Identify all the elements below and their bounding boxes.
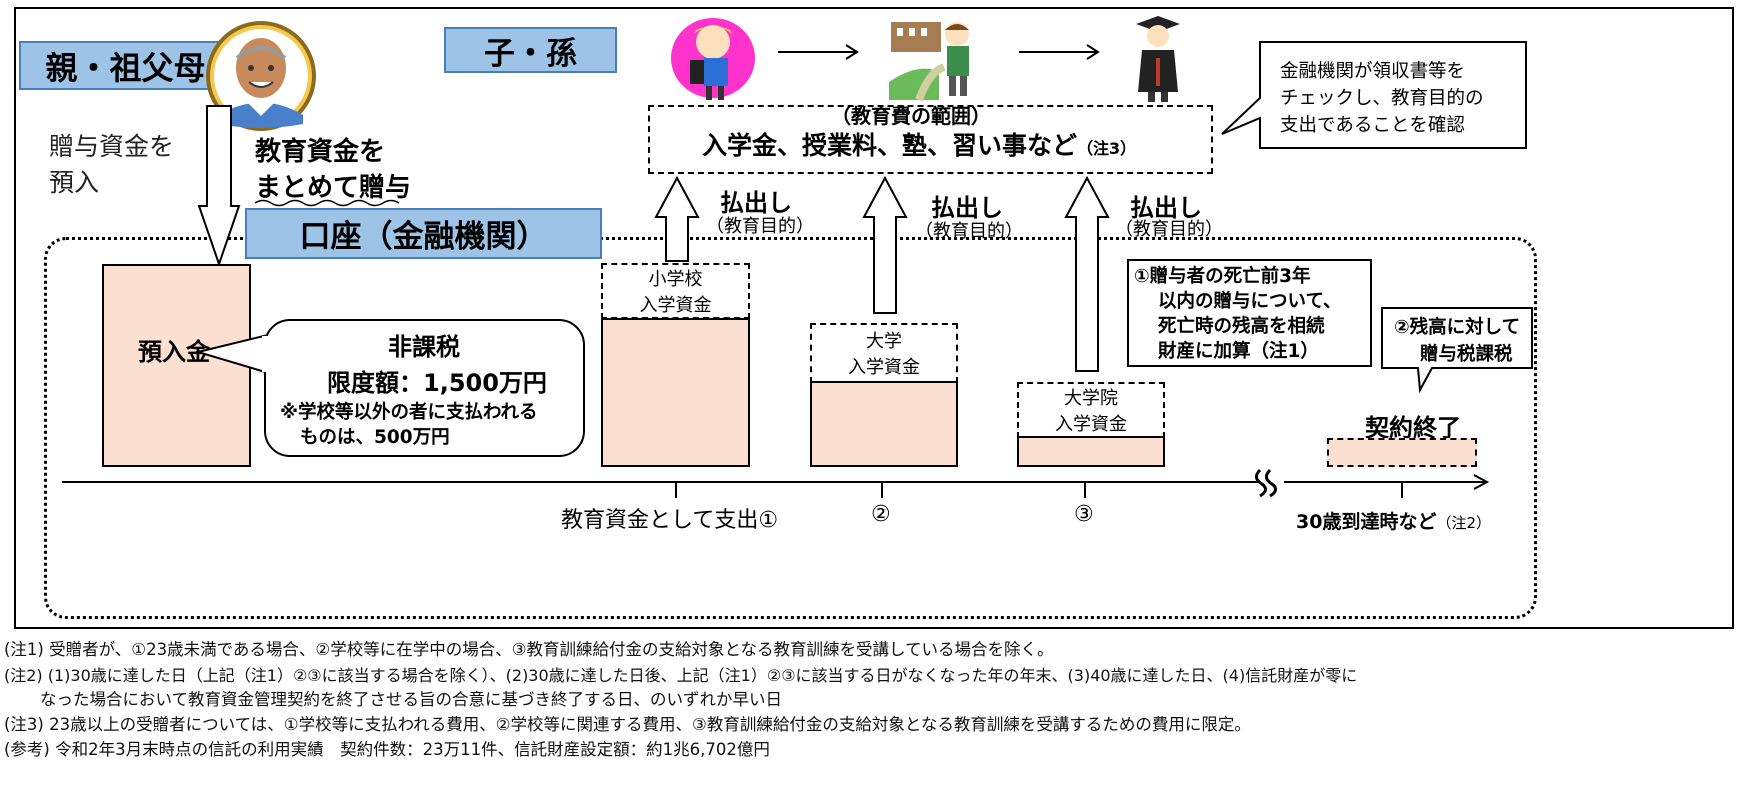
scope-items-text: 入学金、授業料、塾、習い事など (702, 131, 1078, 160)
withdrawal-arrow-1 (654, 175, 700, 262)
timeline-axis (62, 468, 1490, 498)
progress-arrow-1 (778, 44, 859, 60)
fund-1-label-box: 小学校 入学資金 (601, 263, 750, 319)
tax-free-limit: 限度額：1,500万円 (327, 369, 547, 397)
withdrawal-arrow-3 (1064, 175, 1110, 372)
withdrawal-2-sub: （教育目的） (915, 221, 1023, 242)
fund-3-label-box: 大学院 入学資金 (1017, 382, 1165, 438)
account-area (44, 237, 1537, 619)
contract-end-bar (1327, 438, 1477, 467)
deposit-arrow (197, 105, 241, 268)
graduate-icon (1136, 16, 1180, 102)
bank-check-1: 金融機関が領収書等を (1280, 61, 1466, 82)
balance-rule-1: ②残高に対して (1394, 317, 1521, 338)
fund-1-line1: 小学校 (648, 269, 703, 290)
progress-arrow-2 (1019, 44, 1100, 60)
tax-free-remark-1: ※学校等以外の者に支払われる (280, 402, 538, 423)
fund-2-line2: 入学資金 (848, 357, 920, 378)
fund-3-bar (1017, 436, 1165, 467)
tax-free-title: 非課税 (388, 333, 460, 361)
balance-rule-2: 贈与税課税 (1420, 344, 1513, 365)
tax-free-remark-2: ものは、500万円 (300, 427, 450, 448)
deposit-box (102, 264, 251, 467)
gift-text-2: まとめて贈与 (255, 173, 412, 203)
footnote-1: (注1) 受贈者が、①23歳未満である場合、②学校等に在学中の場合、③教育訓練給… (4, 640, 1054, 659)
contract-end-label: 契約終了 (1365, 414, 1461, 442)
parent-label-text: 親・祖父母 (45, 48, 206, 87)
bank-check-2: チェックし、教育目的の (1280, 88, 1484, 109)
fund-2-bar (810, 381, 958, 467)
scope-title: （教育費の範囲） (831, 104, 991, 128)
fund-3-line1: 大学院 (1064, 388, 1118, 409)
bank-check-3: 支出であることを確認 (1280, 115, 1465, 136)
death-rule-2: 以内の贈与について、 (1158, 291, 1342, 312)
child-label-text: 子・孫 (484, 35, 577, 72)
parent-label: 親・祖父母 (19, 41, 232, 90)
footnote-2a: (注2) (1)30歳に達した日（上記（注1）②③に該当する場合を除く）、(2)… (4, 666, 1358, 685)
withdrawal-3-title: 払出し (1130, 194, 1202, 222)
grandparent-icon (206, 21, 316, 131)
gift-text-1: 教育資金を (255, 137, 386, 167)
fund-1-bar (601, 318, 750, 467)
death-rule-box (1127, 259, 1372, 367)
fund-3-line2: 入学資金 (1055, 414, 1127, 435)
withdrawal-3-sub: （教育目的） (1115, 219, 1223, 240)
withdrawal-2-title: 払出し (931, 194, 1003, 222)
wavy-underline (254, 199, 400, 207)
account-label: 口座（金融機関） (245, 208, 602, 259)
death-rule-1: ①贈与者の死亡前3年 (1134, 266, 1311, 287)
footnote-ref: (参考) 令和2年3月末時点の信託の利用実績 契約件数：23万11件、信託財産設… (4, 740, 770, 759)
tax-free-tail-cover (262, 336, 268, 372)
axis-tick-2: ② (871, 502, 891, 527)
withdrawal-arrow-2 (862, 175, 908, 314)
withdrawal-1-title: 払出し (720, 189, 792, 217)
schoolchild-icon (671, 18, 755, 100)
axis-end: 30歳到達時など（注2） (1296, 507, 1491, 534)
tax-free-callout (264, 319, 585, 457)
scope-items: 入学金、授業料、塾、習い事など（注3） (702, 126, 1136, 162)
deposit-text-1: 贈与資金を (49, 132, 175, 161)
footnote-2b: なった場合において教育資金管理契約を終了させる旨の合意に基づき終了する日、のいず… (40, 690, 783, 709)
deposit-text-2: 預入 (49, 168, 100, 197)
fund-1-line2: 入学資金 (639, 295, 712, 316)
withdrawal-1-sub: （教育目的） (706, 216, 814, 237)
death-rule-4: 財産に加算（注1） (1158, 341, 1319, 362)
death-rule-3: 死亡時の残高を相続 (1158, 316, 1325, 337)
scope-note: （注3） (1077, 139, 1137, 158)
fund-2-line1: 大学 (866, 331, 902, 352)
bank-check-callout-shape (1221, 41, 1527, 149)
axis-end-text: 30歳到達時など (1296, 511, 1437, 533)
student-icon (889, 22, 969, 102)
child-label: 子・孫 (444, 27, 617, 73)
education-scope-box (648, 105, 1213, 174)
fund-2-label-box: 大学 入学資金 (810, 323, 958, 383)
axis-tick-1: 教育資金として支出① (561, 508, 779, 533)
account-label-text: 口座（金融機関） (299, 219, 548, 255)
axis-end-note: （注2） (1436, 514, 1491, 532)
balance-rule-callout-shape (1381, 307, 1533, 394)
diagram-frame (14, 7, 1734, 629)
axis-tick-3: ③ (1074, 502, 1094, 527)
footnote-3: (注3) 23歳以上の受贈者については、①学校等に支払われる費用、②学校等に関連… (4, 715, 1251, 734)
